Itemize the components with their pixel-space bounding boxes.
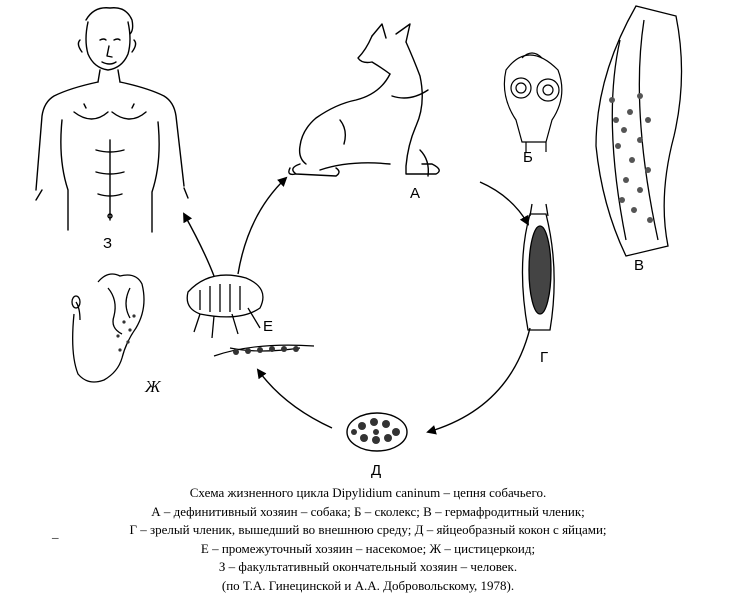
label-b: Б [523, 149, 533, 166]
caption-line-4: Е – промежуточный хозяин – насекомое; Ж … [200, 540, 536, 556]
label-e: Е [263, 318, 274, 335]
caption-dash-mark: _ [52, 525, 59, 540]
cysticercoid-illustration [71, 273, 145, 383]
cycle-arrows [183, 176, 531, 435]
caption-line-1: Схема жизненного цикла Dipylidium caninu… [189, 485, 547, 500]
flea-larva-illustration [213, 344, 315, 357]
arrow-flea-to-human [183, 212, 215, 277]
arrow-dog-to-segment [479, 181, 529, 226]
life-cycle-diagram [35, 5, 683, 452]
label-z: З [103, 235, 113, 252]
caption-line-6: (по Т.А. Гинецинской и А.А. Добровольско… [221, 577, 515, 593]
arrow-cocoon-to-flea [256, 368, 333, 429]
hermaphroditic-segment-illustration [595, 5, 683, 257]
label-v: В [634, 257, 645, 274]
figure-caption: Схема жизненного цикла Dipylidium caninu… [0, 484, 736, 596]
caption-line-5: З – факультативный окончательный хозяин … [218, 559, 518, 575]
label-a: А [410, 185, 421, 202]
arrow-flea-to-dog [237, 176, 288, 275]
caption-line-2: А – дефинитивный хозяин – собака; Б – ск… [151, 503, 585, 519]
egg-cocoon-illustration [346, 412, 408, 452]
label-g: Г [540, 349, 549, 366]
flea-illustration [186, 274, 264, 339]
label-d: Д [371, 462, 382, 479]
dog-illustration [288, 23, 440, 177]
caption-line-3: Г – зрелый членик, вышедший во внешнюю с… [129, 522, 607, 538]
label-zh: Ж [145, 377, 161, 396]
scolex-illustration [503, 52, 563, 152]
human-illustration [35, 7, 189, 233]
mature-segment-illustration [521, 203, 555, 331]
arrow-segment-to-cocoon [426, 327, 531, 435]
